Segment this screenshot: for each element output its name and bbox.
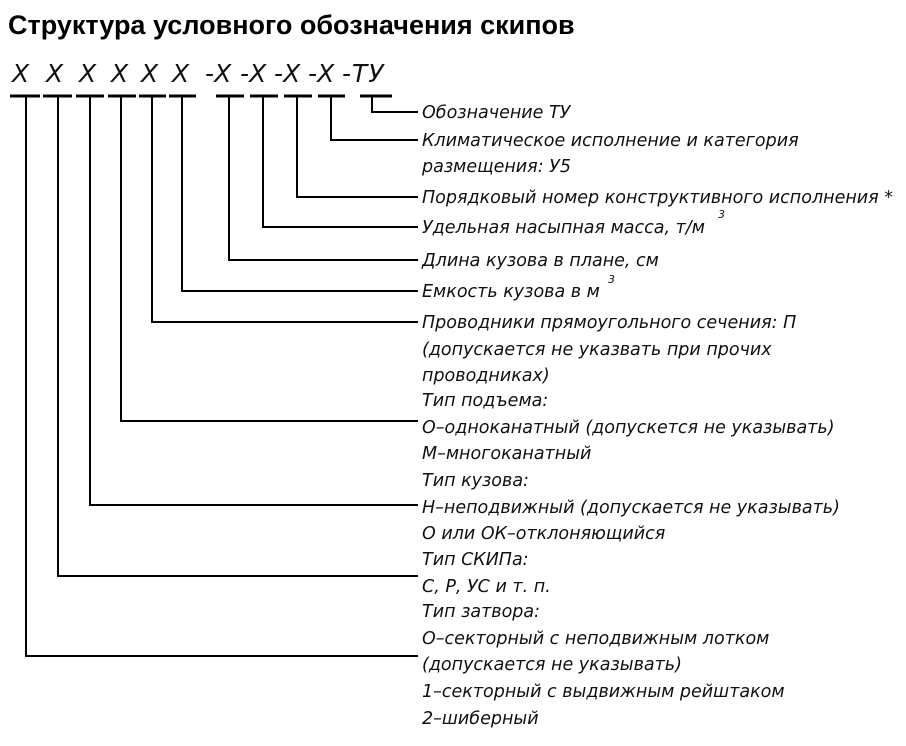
- label-guides-line2: (допускается не указвать при прочих: [422, 340, 772, 360]
- leader-guides: [151, 96, 418, 323]
- label-body-length: Длина кузова в плане, см: [421, 251, 659, 271]
- code-char-10: -X: [308, 59, 335, 88]
- leader-lines: [25, 96, 418, 657]
- leader-body: [89, 96, 418, 506]
- code-char-6: X: [170, 59, 190, 88]
- leader-lift: [120, 96, 418, 422]
- leader-length: [228, 96, 418, 261]
- label-lift-type: Тип подъема:: [422, 391, 548, 411]
- label-gate-optional: (допускается не указывать): [422, 655, 682, 675]
- label-gate-sector-sliding: 1–секторный с выдвижным рейштаком: [422, 682, 785, 702]
- label-guides-line3: проводниках): [422, 366, 550, 386]
- label-gate-sector-fixed: О–секторный с неподвижным лотком: [422, 629, 769, 649]
- label-body-type: Тип кузова:: [422, 471, 529, 491]
- label-skip-type: Тип СКИПа:: [422, 550, 529, 570]
- leader-skip: [57, 96, 418, 577]
- label-guides-line1: Проводники прямоугольного сечения: П: [422, 313, 796, 333]
- leader-density: [262, 96, 418, 228]
- label-climate-line2: размещения: У5: [421, 157, 571, 177]
- label-density: Удельная насыпная масса, т/м: [422, 218, 705, 238]
- code-char-11: -ТУ: [342, 59, 385, 88]
- leader-gate: [25, 96, 418, 657]
- leader-design-no: [296, 96, 418, 198]
- leader-capacity: [181, 96, 418, 292]
- label-tu: Обозначение ТУ: [422, 103, 572, 123]
- label-body-fixed: Н–неподвижный (допускается не указывать): [422, 498, 840, 518]
- label-body-tilting: О или ОК–отклоняющийся: [422, 524, 665, 544]
- code-char-4: X: [109, 59, 129, 88]
- code-char-7: -X: [205, 59, 232, 88]
- leader-climate: [330, 96, 418, 141]
- label-design-number: Порядковый номер конструктивного исполне…: [422, 188, 893, 208]
- label-gate-type: Тип затвора:: [422, 602, 540, 622]
- label-climate-line1: Климатическое исполнение и категория: [422, 131, 799, 151]
- designation-code: X X X X X X -X -X -X -X -ТУ: [10, 59, 385, 88]
- code-char-1: X: [10, 59, 30, 88]
- label-capacity: Емкость кузова в м: [422, 282, 600, 302]
- code-char-5: X: [139, 59, 159, 88]
- leader-tu: [371, 96, 418, 113]
- label-lift-multi: М–многоканатный: [422, 444, 591, 464]
- label-gate-slide: 2–шиберный: [422, 709, 539, 729]
- label-density-superscript: 3: [718, 208, 725, 221]
- labels: Обозначение ТУ Климатическое исполнение …: [421, 103, 893, 729]
- page-title: Структура условного обозначения скипов: [8, 10, 575, 40]
- label-capacity-superscript: 3: [608, 273, 615, 286]
- code-char-2: X: [44, 59, 64, 88]
- code-char-3: X: [77, 59, 97, 88]
- code-char-9: -X: [274, 59, 301, 88]
- code-char-8: -X: [240, 59, 267, 88]
- label-lift-single: О–одноканатный (допускется не указывать): [422, 418, 835, 438]
- label-skip-values: С, Р, УС и т. п.: [422, 577, 551, 597]
